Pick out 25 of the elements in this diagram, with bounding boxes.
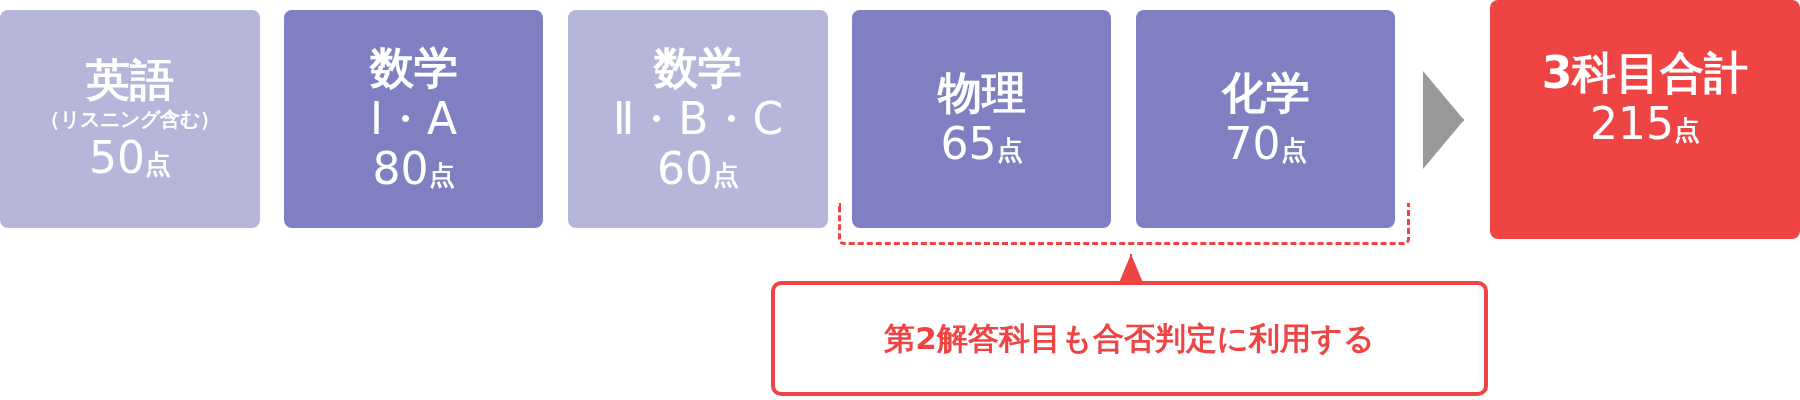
subject-detail: Ⅱ・B・C: [612, 93, 784, 145]
subject-detail: Ⅰ・A: [369, 93, 458, 145]
subject-name: 3科目合計: [1541, 48, 1749, 99]
subject-name: 数学: [369, 43, 458, 94]
score-text: 80点: [372, 144, 455, 195]
score-text: 215点: [1590, 98, 1700, 150]
subject-box: [284, 10, 543, 228]
score-text: 70点: [1224, 118, 1307, 170]
callout-box: [771, 281, 1488, 396]
subject-box: [852, 10, 1111, 228]
subject-box: [1136, 10, 1395, 228]
subject-detail: （リスニング含む）: [40, 107, 220, 131]
subject-box: [568, 10, 828, 228]
subject-name: 物理: [937, 68, 1026, 119]
subject-name: 英語: [86, 54, 174, 106]
chevron-arrow: [1422, 71, 1465, 169]
total-score-box: [1490, 0, 1800, 239]
subject-name: 化学: [1221, 68, 1310, 119]
subject-box: [0, 10, 260, 228]
dashed-bracket: [838, 203, 1410, 245]
score-text: 65点: [940, 118, 1023, 170]
callout-text: 第2解答科目も合否判定に利用する: [884, 320, 1375, 357]
score-text: 50点: [89, 132, 171, 184]
score-text: 60点: [657, 144, 739, 195]
subject-name: 数学: [654, 43, 742, 94]
